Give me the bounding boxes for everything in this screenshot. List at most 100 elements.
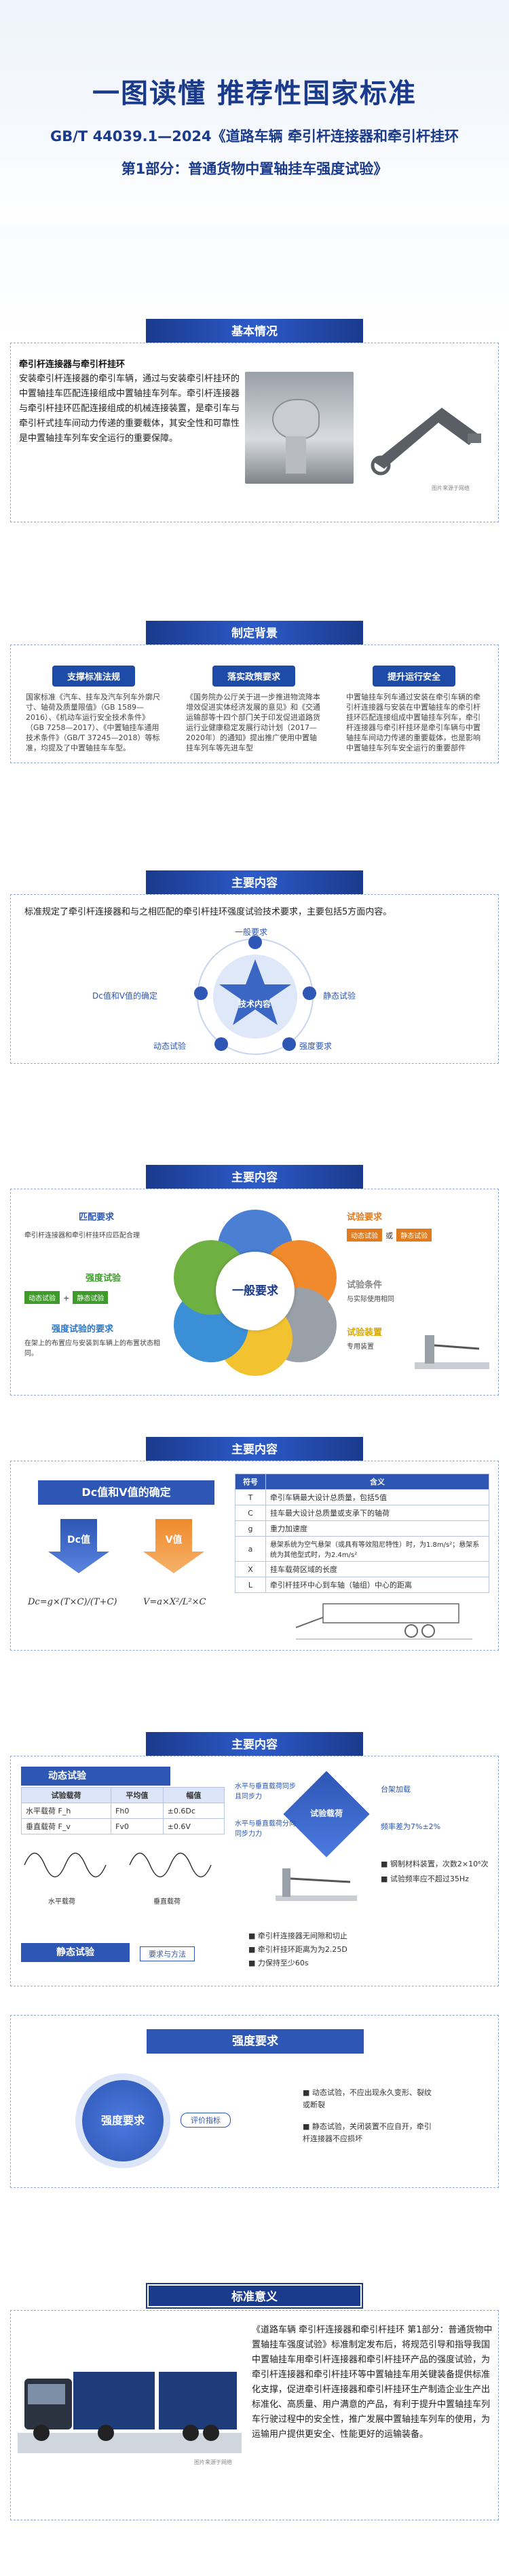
v-label: V值 bbox=[165, 1535, 183, 1545]
dynamic-test-title: 动态试验 bbox=[21, 1767, 170, 1786]
truck-image bbox=[18, 2372, 242, 2453]
v-arrow bbox=[143, 1519, 204, 1573]
section-dc-v: Dc值和V值的确定 Dc值 V值 Dc=g×(T×C)/(T+C) V=a×X²… bbox=[10, 1461, 499, 1651]
background-col-3: 提升运行安全 中置轴挂车列车通过安装在牵引车辆的牵引杆连接器与安装在中置轴挂车的… bbox=[346, 666, 482, 753]
load-label-1: 水平与垂直载荷同步且同步力 bbox=[235, 1783, 296, 1801]
tag-static-right: 静态试验 bbox=[396, 1229, 432, 1242]
general-left-3-text: 在架上的布置应与安装到车辆上的布置状态相同。 bbox=[24, 1340, 160, 1358]
strength-circle: 强度要求 bbox=[82, 2080, 164, 2161]
section-title-background: 制定背景 bbox=[146, 621, 363, 647]
content-item-dynamic: 动态试验 bbox=[153, 1041, 187, 1051]
test-rig-sketch bbox=[415, 1335, 489, 1369]
background-col-2-text: 《国务院办公厅关于进一步推进物流降本增效促进实体经济发展的意见》和《交通运输部等… bbox=[186, 693, 320, 752]
general-right-2: 试验条件 与实际使用相同 bbox=[347, 1277, 489, 1305]
significance-fig-caption: 图片来源于网络 bbox=[194, 2459, 232, 2465]
dynamic-notes: ■ 钢制材料装置，次数2×10⁶次 ■ 试验频率应不超过35Hz bbox=[381, 1860, 489, 1883]
section-strength: 强度要求 强度要求 评价指标 ■ 动态试验，不应出现永久变形、裂纹或断裂 ■ 静… bbox=[10, 2015, 499, 2188]
coupler-photo bbox=[245, 372, 354, 484]
flower-center: 一般要求 bbox=[216, 1252, 295, 1330]
general-left-2-head: 强度试验 bbox=[86, 1273, 121, 1284]
dynamic-note-2: 试验频率应不超过35Hz bbox=[390, 1875, 469, 1883]
general-left-2: 强度试验 动态试验 + 静态试验 bbox=[24, 1271, 160, 1304]
v-formula: V=a×X²/L²×C bbox=[143, 1597, 206, 1607]
section-title-content-3: 主要内容 bbox=[146, 1437, 363, 1463]
section-general-requirements: 一般要求 匹配要求 牵引杆连接器和牵引杆挂环应匹配合理 强度试验 动态试验 + … bbox=[10, 1189, 499, 1396]
basic-heading: 牵引杆连接器与牵引杆挂环 bbox=[19, 360, 126, 370]
content-item-static: 静态试验 bbox=[323, 991, 356, 1001]
strength-title: 强度要求 bbox=[147, 2029, 364, 2054]
load-label-3: 台架加载 bbox=[381, 1785, 411, 1794]
background-col-2-head: 落实政策要求 bbox=[212, 666, 295, 687]
section-significance: 《道路车辆 牵引杆连接器和牵引杆挂环 第1部分：普通货物中置轴挂车强度试验》标准… bbox=[10, 2310, 499, 2520]
hero: 一图读懂 推荐性国家标准 GB/T 44039.1—2024《道路车辆 牵引杆连… bbox=[0, 0, 509, 224]
flower-diagram: 一般要求 bbox=[174, 1210, 337, 1376]
background-col-1-text: 国家标准《汽车、挂车及汽车列车外廓尺寸、轴荷及质量限值》（GB 1589—201… bbox=[26, 693, 160, 752]
tag-dynamic-left: 动态试验 bbox=[24, 1291, 60, 1304]
sine-charts bbox=[24, 1852, 212, 1878]
drawbar-eye-image bbox=[371, 408, 481, 476]
general-right-3-head: 试验装置 bbox=[347, 1328, 383, 1338]
dc-formula: Dc=g×(T×C)/(T+C) bbox=[28, 1597, 117, 1607]
general-left-3-head: 强度试验的要求 bbox=[52, 1324, 114, 1334]
section-background: 支撑标准法规 国家标准《汽车、挂车及汽车列车外廓尺寸、轴荷及质量限值》（GB 1… bbox=[10, 645, 499, 763]
content-item-strength: 强度要求 bbox=[299, 1041, 333, 1051]
dc-v-panel-title: Dc值和V值的确定 bbox=[38, 1480, 214, 1505]
section-title-significance: 标准意义 bbox=[146, 2283, 363, 2309]
content-diagram bbox=[194, 936, 316, 1055]
dc-arrow bbox=[48, 1519, 109, 1573]
load-label-4: 频率差为7%±2% bbox=[381, 1822, 441, 1831]
general-right-2-head: 试验条件 bbox=[347, 1280, 383, 1290]
trailer-sketch bbox=[296, 1603, 472, 1640]
background-col-1-head: 支撑标准法规 bbox=[52, 666, 135, 687]
section-basic: 牵引杆连接器与牵引杆挂环 安装牵引杆连接器的牵引车辆，通过与安装牵引杆挂环的中置… bbox=[10, 343, 499, 522]
symbol-header: 符号 bbox=[235, 1474, 266, 1490]
general-left-1-head: 匹配要求 bbox=[79, 1212, 115, 1223]
rig-sketch-2 bbox=[276, 1868, 357, 1901]
strength-item-2: 静态试验，关闭装置不应自开，牵引杆连接器不应损坏 bbox=[303, 2122, 432, 2143]
static-items: ■ 牵引杆连接器无间隙和切止 ■ 牵引杆挂环距离为为2.25D ■ 力保持至少6… bbox=[248, 1931, 347, 1967]
basic-fig-caption: 图片来源于网络 bbox=[432, 485, 470, 491]
dc-label: Dc值 bbox=[67, 1535, 90, 1545]
background-col-1: 支撑标准法规 国家标准《汽车、挂车及汽车列车外廓尺寸、轴荷及质量限值》（GB 1… bbox=[26, 666, 162, 753]
section-title-content-4: 主要内容 bbox=[146, 1732, 363, 1758]
content-item-dc-v: Dc值和V值的确定 bbox=[92, 991, 158, 1001]
load-label-2: 水平与垂直载荷分向同步力力 bbox=[235, 1820, 296, 1838]
general-right-3-text: 专用装置 bbox=[347, 1343, 374, 1351]
general-left-1: 匹配要求 牵引杆连接器和牵引杆挂环应匹配合理 bbox=[24, 1210, 160, 1241]
content-center-label: 技术内容 bbox=[238, 999, 271, 1009]
basic-text: 安装牵引杆连接器的牵引车辆，通过与安装牵引杆挂环的中置轴挂车匹配连接组成中置轴挂… bbox=[19, 374, 240, 444]
section-content-overview: 标准规定了牵引杆连接器和与之相匹配的牵引杆挂环强度试验技术要求，主要包括5方面内… bbox=[10, 894, 499, 1064]
strength-items: ■ 动态试验，不应出现永久变形、裂纹或断裂 ■ 静态试验，关闭装置不应自开，牵引… bbox=[303, 2088, 432, 2143]
background-col-3-text: 中置轴挂车列车通过安装在牵引车辆的牵引杆连接器与安装在中置轴挂车的牵引杆挂环匹配… bbox=[346, 693, 480, 752]
section-title-basic: 基本情况 bbox=[146, 319, 363, 345]
vertical-load-caption: 垂直载荷 bbox=[153, 1898, 181, 1906]
tag-dynamic-right: 动态试验 bbox=[347, 1229, 382, 1242]
background-col-3-head: 提升运行安全 bbox=[372, 666, 455, 687]
page-subtitle-2: 第1部分：普通货物中置轴挂车强度试验》 bbox=[121, 161, 388, 177]
load-diamond-label: 试验载荷 bbox=[309, 1809, 343, 1818]
general-right-2-text: 与实际使用相同 bbox=[347, 1296, 394, 1303]
general-left-3: 强度试验的要求 在架上的布置应与安装到车辆上的布置状态相同。 bbox=[24, 1322, 160, 1359]
section-title-content-1: 主要内容 bbox=[146, 870, 363, 896]
tag-static-left: 静态试验 bbox=[73, 1291, 109, 1304]
general-right-3: 试验装置 专用装置 bbox=[347, 1325, 489, 1352]
dynamic-note-1: 钢制材料装置，次数2×10⁶次 bbox=[390, 1860, 489, 1868]
general-left-1-text: 牵引杆连接器和牵引杆挂环应匹配合理 bbox=[24, 1232, 140, 1239]
background-col-2: 落实政策要求 《国务院办公厅关于进一步推进物流降本增效促进实体经济发展的意见》和… bbox=[186, 666, 322, 753]
static-sub: 要求与方法 bbox=[140, 1946, 195, 1961]
page-subtitle: GB/T 44039.1—2024《道路车辆 牵引杆连接器和牵引杆挂环 bbox=[50, 128, 459, 145]
horizontal-load-caption: 水平载荷 bbox=[48, 1898, 75, 1906]
page-title: 一图读懂 推荐性国家标准 bbox=[92, 78, 417, 109]
general-right-1-head: 试验要求 bbox=[347, 1212, 383, 1223]
strength-item-1: 动态试验，不应出现永久变形、裂纹或断裂 bbox=[303, 2088, 432, 2109]
